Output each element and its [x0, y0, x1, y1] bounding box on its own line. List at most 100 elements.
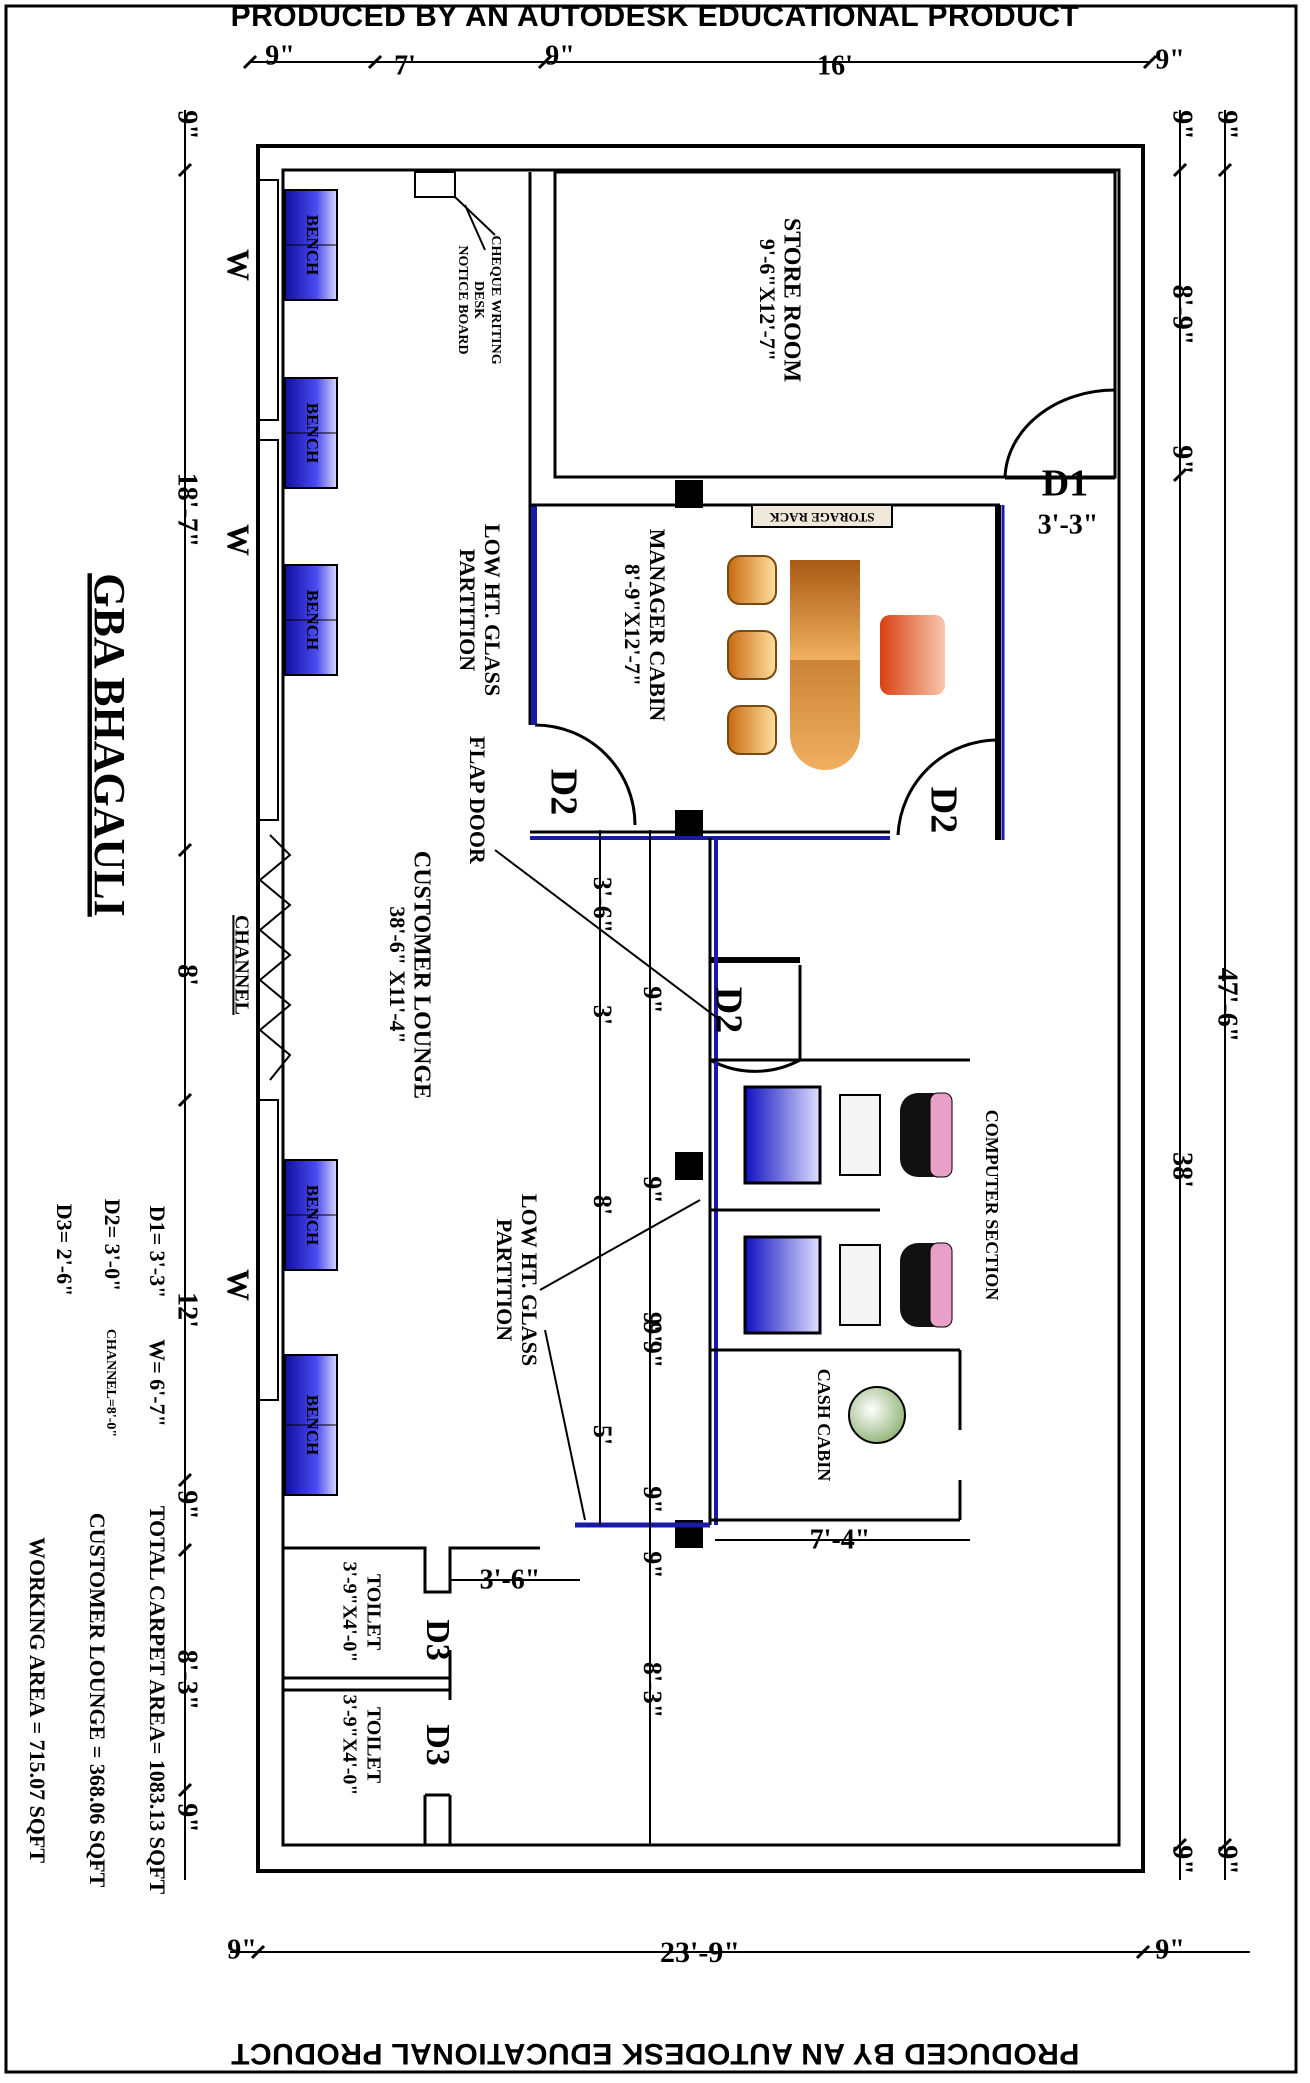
- visitor-chair: [727, 630, 777, 680]
- toilet-size: 3'-9"X4'-0": [338, 1694, 360, 1795]
- computer-section-name: COMPUTER SECTION: [982, 1110, 1002, 1301]
- visitor-chair: [727, 705, 777, 755]
- cash-cabin-stool: [848, 1386, 906, 1444]
- dim-inner: 9": [638, 1551, 667, 1578]
- dim-top: 9": [545, 40, 575, 71]
- dim-inner: 5': [588, 1425, 617, 1445]
- dim-inner: 9": [638, 1321, 667, 1348]
- manager-chair: [880, 615, 945, 695]
- bench: BENCH: [284, 1354, 338, 1496]
- storage-rack: [751, 504, 893, 528]
- door-d3-label: D3: [419, 1724, 456, 1766]
- door-d1-label: D1: [1042, 463, 1088, 505]
- bench-label: BENCH: [303, 1395, 322, 1455]
- dim-inner: 7'-4": [810, 1524, 871, 1555]
- glass-partition-label: PARTITION: [492, 1219, 517, 1341]
- store-room-size: 9'-6"X12'-7": [755, 239, 780, 361]
- dim-top: 16': [817, 50, 853, 81]
- door-schedule-d3: D3= 2'-6": [52, 1204, 77, 1297]
- door-d2-label: D2: [542, 769, 584, 815]
- total-carpet-area: TOTAL CARPET AREA= 1083.13 SQFT: [145, 1506, 170, 1895]
- customer-lounge-area: CUSTOMER LOUNGE = 368.06 SQFT: [85, 1513, 110, 1888]
- dim-inner: 8'-3": [638, 1662, 667, 1718]
- cheque-desk-label: DESK: [471, 281, 486, 319]
- window-w3: [257, 1099, 279, 1401]
- dim-inner: 9": [638, 1486, 667, 1513]
- dim-right: 3'-3": [1038, 509, 1099, 540]
- dim-right: 8'-9": [1167, 285, 1198, 346]
- inner-wall: [281, 168, 1121, 1847]
- store-room-name: STORE ROOM: [778, 218, 804, 382]
- column: [675, 810, 703, 838]
- monitor: [743, 1085, 822, 1185]
- window-w1: [257, 179, 279, 421]
- outer-wall: [256, 144, 1145, 1873]
- leader-flap-door: [494, 849, 721, 1021]
- door-schedule-d1: D1= 3'-3": [145, 1206, 170, 1299]
- monitor: [743, 1235, 822, 1335]
- bench: BENCH: [284, 1159, 338, 1271]
- dimension-ticks: [177, 54, 1233, 1960]
- dim-bottom: 9": [227, 1934, 257, 1965]
- door-schedule-d2: D2= 3'-0": [100, 1199, 125, 1292]
- dim-left: 12': [172, 1292, 203, 1328]
- benches: BENCH BENCH BENCH BENCH BENCH: [284, 189, 338, 1496]
- watermark-top: PRODUCED BY AN AUTODESK EDUCATIONAL PROD…: [230, 0, 1080, 33]
- column: [675, 1152, 703, 1180]
- door-d2-lounge: [534, 723, 637, 826]
- manager-cabin-name: MANAGER CABIN: [645, 529, 670, 722]
- dim-right: 9": [1212, 110, 1243, 140]
- dim-top: 7': [394, 50, 416, 81]
- door-d2-cabin: [896, 738, 999, 836]
- door-d2-label: D2: [922, 787, 964, 833]
- bench-label: BENCH: [303, 590, 322, 650]
- store-room-wall: [553, 170, 1117, 479]
- toilet-name: TOILET: [362, 1574, 384, 1651]
- dim-top: 9": [265, 40, 295, 71]
- customer-lounge-size: 38'-6" X11'-4": [385, 906, 410, 1043]
- bench-label: BENCH: [303, 403, 322, 463]
- bench: BENCH: [284, 564, 338, 676]
- dim-left: 8'-3": [172, 1650, 203, 1711]
- dim-right: 38': [1167, 1152, 1198, 1188]
- visitor-chairs: [727, 555, 777, 755]
- glass-partition-label: LOW HT. GLASS: [517, 1194, 542, 1366]
- sheet-border: [4, 4, 1298, 2074]
- workstation: [743, 1235, 953, 1335]
- project-title: GBA BHAGAULI: [85, 573, 134, 917]
- customer-lounge-name: CUSTOMER LOUNGE: [408, 851, 434, 1099]
- glass-partition-label: PARTITION: [455, 549, 480, 671]
- leader-glass: [544, 1329, 586, 1521]
- door-d2-work: [709, 965, 802, 1073]
- manager-cabin-size: 8'-9"X12'-7": [620, 564, 645, 686]
- dimension-labels: 9"7'9"16'9"9"18'-7"8'12'9"8'-3"9"9"8'-9"…: [172, 40, 1243, 1968]
- dim-bottom: 23'-9": [660, 1936, 740, 1969]
- dim-left: 8': [172, 964, 203, 986]
- workstation: [743, 1085, 953, 1185]
- dim-inner: 3': [588, 1005, 617, 1025]
- cheque-writing-desk: [414, 171, 456, 198]
- dim-inner: 9": [638, 1176, 667, 1203]
- visitor-chair: [727, 555, 777, 605]
- dim-right: 9": [1167, 445, 1198, 475]
- keyboard: [839, 1094, 881, 1176]
- column: [675, 480, 703, 508]
- door-schedule-w: W= 6'-7": [145, 1339, 170, 1427]
- cheque-desk-label: CHEQUE WRITING: [488, 235, 503, 364]
- glass-partition-label: LOW HT. GLASS: [480, 524, 505, 696]
- dim-right: 9": [1167, 1845, 1198, 1875]
- bench: BENCH: [284, 189, 338, 301]
- storage-rack-label: STORAGE RACK: [769, 510, 875, 525]
- dim-inner: 9": [638, 986, 667, 1013]
- notice-board-label: NOTICE BOARD: [455, 245, 470, 354]
- door-d1: [1003, 388, 1116, 480]
- door-d2-label: D2: [707, 987, 749, 1033]
- dim-inner: 9'-9": [638, 1312, 667, 1368]
- toilet-size: 3'-9"X4'-0": [338, 1561, 360, 1662]
- channel-label: CHANNEL: [230, 915, 252, 1015]
- toilet-name: TOILET: [362, 1707, 384, 1784]
- window-w2: [257, 439, 279, 821]
